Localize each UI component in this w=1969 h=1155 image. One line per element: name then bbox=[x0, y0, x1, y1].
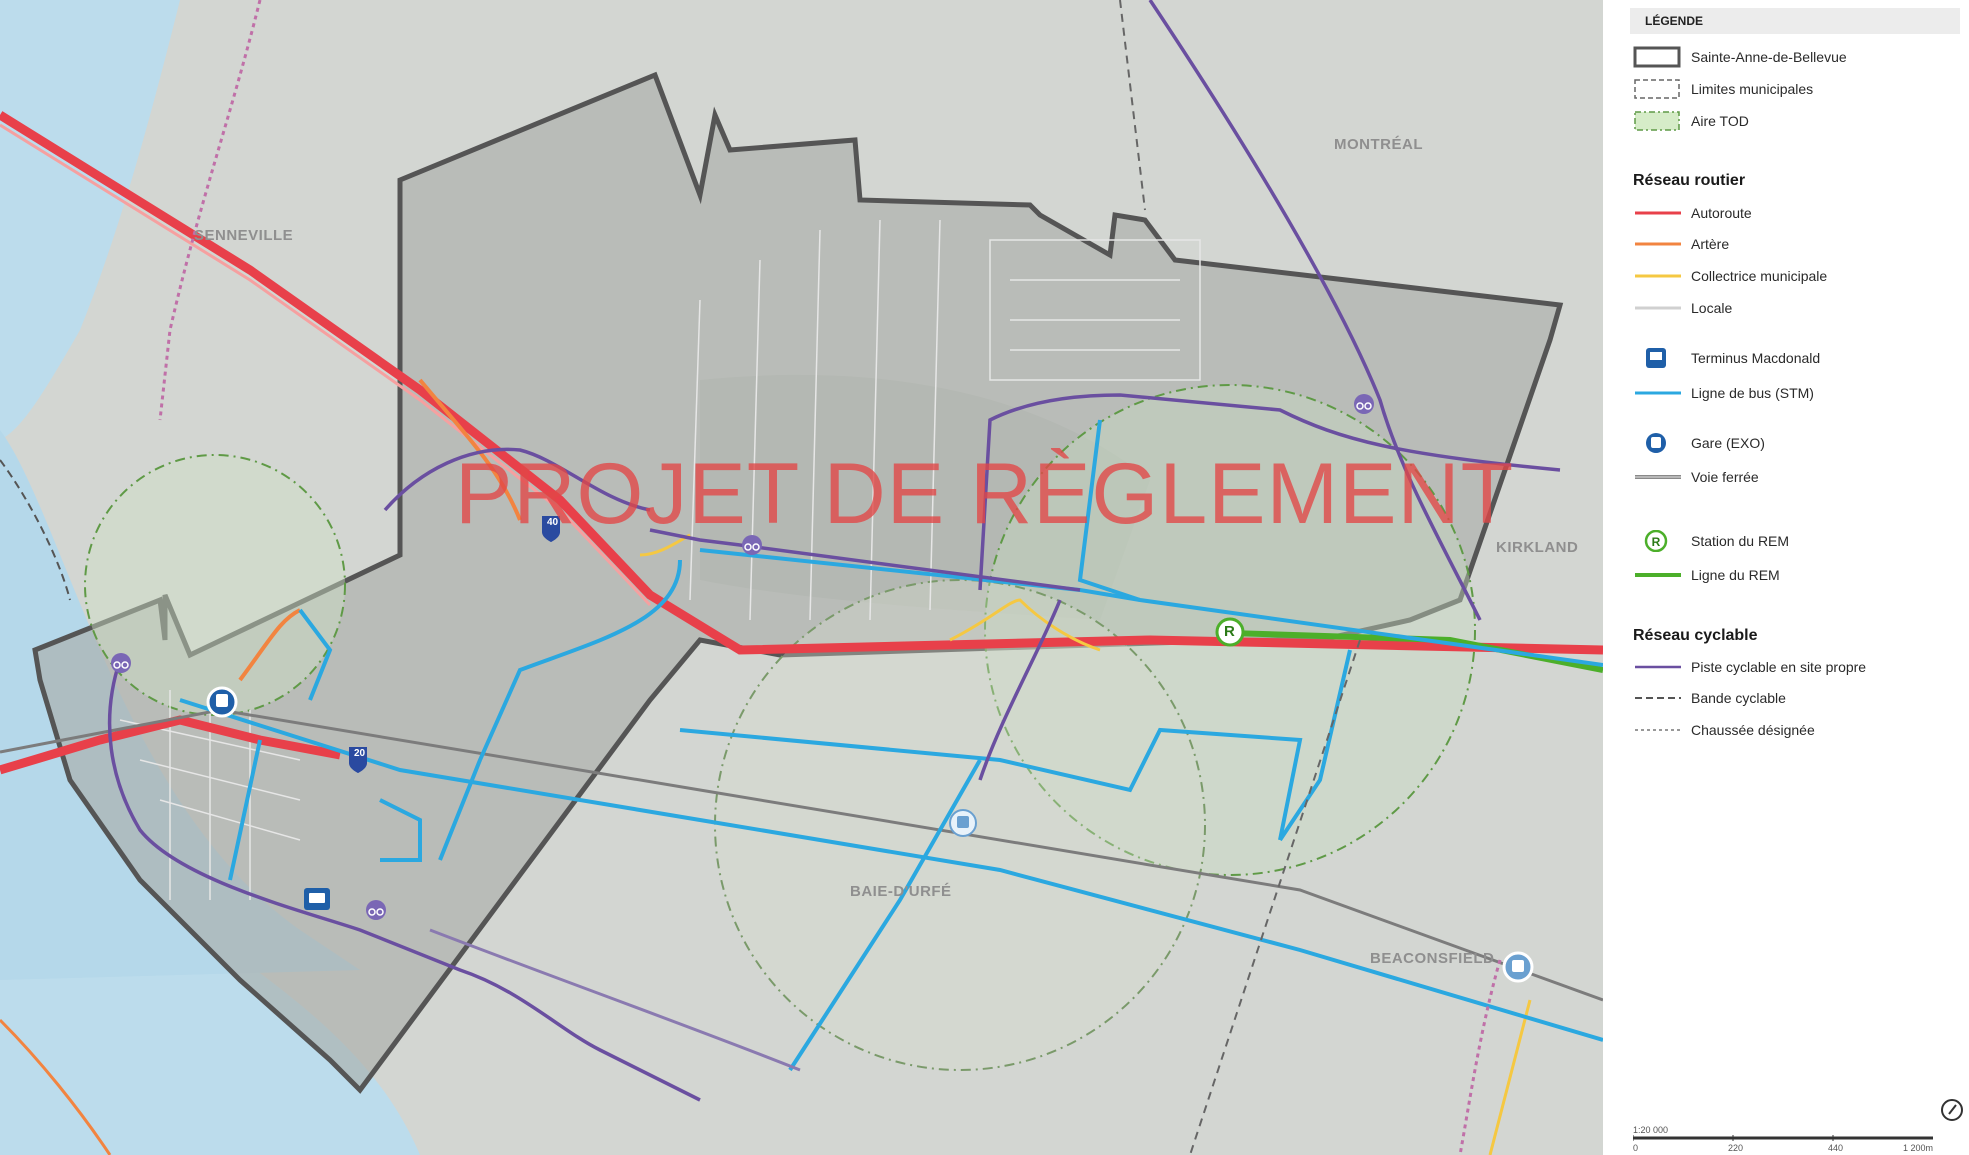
legend-panel: LÉGENDE Sainte-Anne-de-Bellevue Limites … bbox=[1603, 0, 1969, 1155]
scale-tick-1: 220 bbox=[1728, 1143, 1744, 1153]
legend-item-terminus: Terminus Macdonald bbox=[1633, 347, 1820, 369]
bike-lane-line-icon bbox=[1633, 687, 1683, 709]
municipal-limits-icon bbox=[1633, 78, 1683, 100]
scale-tick-2: 440 bbox=[1828, 1143, 1844, 1153]
autoroute-40-lane bbox=[0, 123, 652, 607]
legend-item-chaussee-designee: Chaussée désignée bbox=[1633, 719, 1815, 741]
local-streets bbox=[119, 219, 1201, 900]
lake-water bbox=[0, 0, 180, 440]
legend-section-cycle: Réseau cyclable bbox=[1633, 627, 1758, 644]
chaussee-designee-east bbox=[1458, 959, 1502, 1155]
bus-terminal-icon bbox=[1633, 347, 1683, 369]
legend-item-artere: Artère bbox=[1633, 233, 1729, 255]
legend-item-ligne-rem: Ligne du REM bbox=[1633, 564, 1780, 586]
scale-ratio: 1:20 000 bbox=[1633, 1125, 1669, 1135]
tod-area-west bbox=[84, 454, 346, 716]
legend-item-gare-exo: Gare (EXO) bbox=[1633, 432, 1765, 454]
collectrice-2 bbox=[949, 598, 1101, 652]
bus-line-icon bbox=[1633, 382, 1683, 404]
legend-item-locale: Locale bbox=[1633, 297, 1732, 319]
scale-bar-graphic bbox=[1633, 1135, 1933, 1141]
bande-cyclable-west bbox=[0, 459, 71, 601]
autoroute-line-icon bbox=[1633, 202, 1683, 224]
shore-water bbox=[0, 430, 360, 980]
municipality-boundary-icon bbox=[1633, 46, 1683, 68]
legend-item-autoroute: Autoroute bbox=[1633, 202, 1752, 224]
train-station-icon bbox=[1633, 432, 1683, 454]
artere-2 bbox=[238, 608, 301, 682]
designated-road-line-icon bbox=[1633, 719, 1683, 741]
artere-line-icon bbox=[1633, 233, 1683, 255]
locale-line-icon bbox=[1633, 297, 1683, 319]
autoroute-40-number: 40 bbox=[547, 517, 559, 528]
municipal-limit-montreal bbox=[1119, 0, 1146, 211]
scale-tick-0: 0 bbox=[1633, 1143, 1639, 1153]
legend-title: LÉGENDE bbox=[1630, 8, 1960, 34]
rem-station-letter: R bbox=[1224, 623, 1235, 640]
legend-section-road: Réseau routier bbox=[1633, 172, 1746, 189]
autoroute-20-number: 20 bbox=[354, 748, 366, 759]
north-arrow-icon bbox=[1940, 1098, 1964, 1127]
piste-cyclable bbox=[107, 0, 1561, 1102]
collectrice-3 bbox=[1488, 999, 1532, 1155]
map-canvas[interactable]: MONTRÉAL SENNEVILLE KIRKLAND BAIE-D'URFÉ… bbox=[0, 0, 1603, 1155]
place-senneville: SENNEVILLE bbox=[194, 227, 294, 244]
legend-item-piste-cyclable: Piste cyclable en site propre bbox=[1633, 656, 1866, 678]
map-base-layer bbox=[0, 0, 1603, 1155]
scale-tick-3: 1 200m bbox=[1903, 1143, 1934, 1153]
draft-watermark: PROJET DE RÈGLEMENT bbox=[455, 446, 1515, 542]
legend-item-collectrice: Collectrice municipale bbox=[1633, 265, 1827, 287]
autoroute-20 bbox=[0, 715, 341, 775]
legend-item-bande-cyclable: Bande cyclable bbox=[1633, 687, 1786, 709]
legend-item-voie-ferree: Voie ferrée bbox=[1633, 466, 1759, 488]
municipal-limit-south bbox=[1189, 639, 1361, 1155]
place-baie-durfe: BAIE-D'URFÉ bbox=[850, 883, 952, 900]
place-montreal: MONTRÉAL bbox=[1334, 136, 1423, 153]
chaussee-designee bbox=[158, 0, 262, 421]
piste-cyclable-secondary bbox=[429, 928, 801, 1072]
rem-station-icon: R bbox=[1633, 530, 1683, 552]
railway-line-icon bbox=[1633, 466, 1683, 488]
place-beaconsfield: BEACONSFIELD bbox=[1370, 950, 1495, 967]
legend-item-bus-stm: Ligne de bus (STM) bbox=[1633, 382, 1814, 404]
legend-item-aire-tod: Aire TOD bbox=[1633, 110, 1749, 132]
tod-area-icon bbox=[1633, 110, 1683, 132]
tod-area-south bbox=[714, 579, 1206, 1071]
legend-item-limites: Limites municipales bbox=[1633, 78, 1813, 100]
place-kirkland: KIRKLAND bbox=[1496, 539, 1579, 556]
svg-text:R: R bbox=[1652, 535, 1661, 549]
rem-line-icon bbox=[1633, 564, 1683, 586]
bike-path-line-icon bbox=[1633, 656, 1683, 678]
legend-item-station-rem: R Station du REM bbox=[1633, 530, 1789, 552]
artere-sw bbox=[0, 1018, 112, 1155]
ligne-rem bbox=[1229, 630, 1603, 673]
voie-ferree bbox=[0, 708, 1603, 1002]
legend-item-sainte-anne: Sainte-Anne-de-Bellevue bbox=[1633, 46, 1847, 68]
collectrice-line-icon bbox=[1633, 265, 1683, 287]
artere-1 bbox=[418, 378, 522, 521]
